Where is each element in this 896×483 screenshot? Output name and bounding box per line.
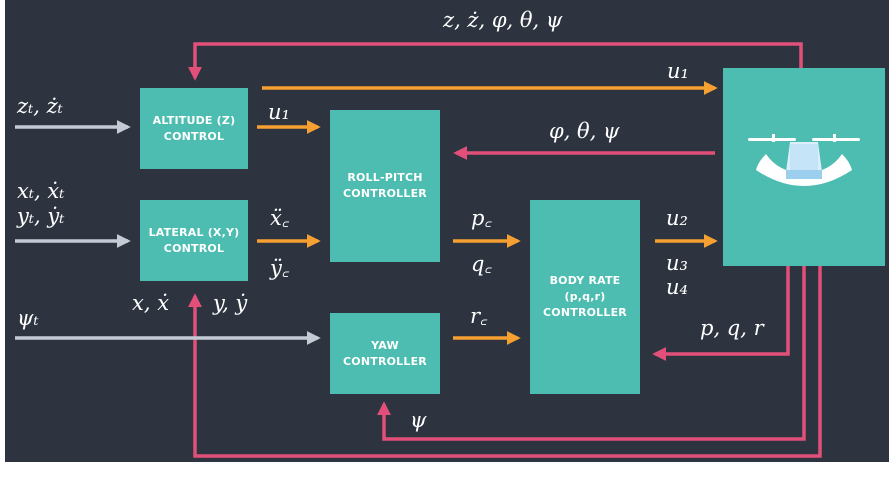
yaw-block-line1: YAW	[371, 338, 399, 352]
psi-feedback-label: ψ	[410, 408, 427, 432]
body-rate-block-line3: CONTROLLER	[543, 306, 627, 319]
p-cmd-label: p꜀	[471, 206, 492, 230]
q-cmd-label: q꜀	[471, 252, 492, 276]
yaw-feedback-line	[377, 266, 806, 441]
lateral-control-block: LATERAL (X,Y) CONTROL	[140, 200, 248, 281]
body-rate-feedback-line	[652, 266, 790, 361]
u1-vehicle-label: u₁	[667, 59, 689, 83]
x-accel-cmd-label: ẍ꜀	[270, 206, 290, 230]
lateral-feedback-line	[188, 266, 822, 458]
yaw-block-line2: CONTROLLER	[343, 354, 427, 368]
body-rate-controller-block: BODY RATE (p,q,r) CONTROLLER	[530, 200, 640, 394]
altitude-control-block: ALTITUDE (Z) CONTROL	[140, 88, 248, 169]
body-rate-block-line2: (p,q,r)	[564, 290, 606, 303]
x-target-label: xₜ, ẋₜ	[17, 179, 65, 203]
yaw-controller-block: YAW CONTROLLER	[330, 313, 440, 394]
full-state-label: z, ż, φ, θ, ψ	[443, 8, 563, 32]
lateral-block-line2: CONTROL	[163, 241, 225, 255]
attitude-label: φ, θ, ψ	[549, 119, 620, 143]
drone-icon	[748, 134, 860, 186]
altitude-block-line2: CONTROL	[163, 129, 225, 143]
z-target-label: zₜ, żₜ	[17, 94, 63, 118]
lateral-block-line1: LATERAL (X,Y)	[148, 225, 240, 239]
body-rate-block-line1: BODY RATE	[549, 274, 621, 287]
y-accel-cmd-label: ÿ꜀	[270, 256, 290, 280]
state-feedback-top-line	[188, 42, 803, 81]
x-state-label: x, ẋ	[132, 291, 170, 315]
roll-pitch-block-line1: ROLL-PITCH	[347, 171, 423, 184]
psi-target-label: ψₜ	[17, 306, 39, 330]
u2-label: u₂	[666, 206, 688, 230]
y-state-label: y, ẏ	[213, 291, 248, 315]
y-target-label: yₜ, ẏₜ	[17, 204, 65, 228]
roll-pitch-controller-block: ROLL-PITCH CONTROLLER	[330, 110, 440, 262]
u3-label: u₃	[666, 251, 688, 275]
vehicle-block	[723, 68, 885, 266]
body-rates-label: p, q, r	[700, 316, 764, 340]
u1-roll-pitch-label: u₁	[268, 100, 290, 124]
roll-pitch-block-line2: CONTROLLER	[343, 187, 427, 200]
u4-label: u₄	[666, 275, 688, 299]
altitude-block-line1: ALTITUDE (Z)	[152, 113, 236, 127]
r-cmd-label: r꜀	[470, 304, 488, 328]
